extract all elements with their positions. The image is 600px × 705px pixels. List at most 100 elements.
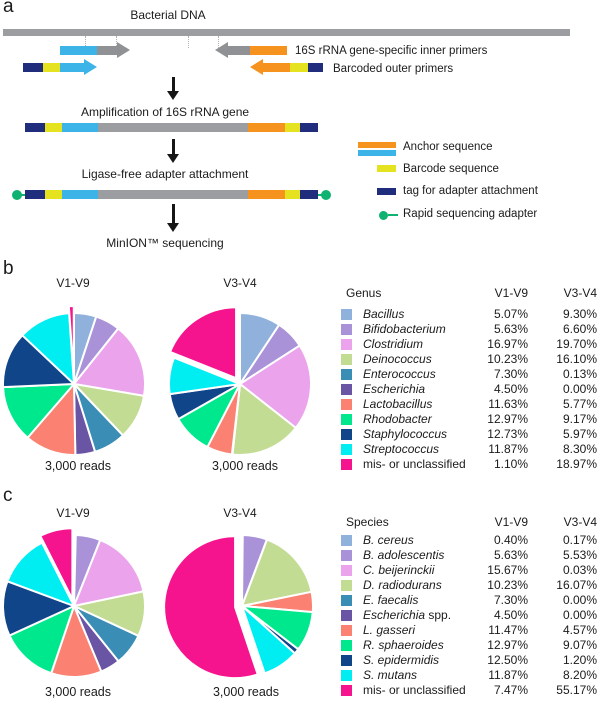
panel-b-label: b	[3, 258, 14, 279]
amplicon-tag-segment	[300, 123, 318, 132]
taxon-name: S. mutans	[363, 668, 418, 682]
adapter-connector	[318, 194, 322, 196]
taxon-name: S. epidermidis	[363, 653, 440, 667]
taxon-name: B. adolescentis	[363, 548, 445, 562]
legend-swatch	[341, 354, 352, 365]
legend-tag-label: tag for adapter attachment	[403, 185, 538, 197]
genus-header-name: Genus	[346, 286, 382, 300]
outer-primers-label: Barcoded outer primers	[333, 63, 454, 75]
value-v3v4: 8.30%	[562, 442, 597, 456]
legend-swatch	[341, 625, 352, 636]
reverse-inner-primer-arrow	[228, 46, 250, 55]
down-arrow-icon	[172, 204, 175, 223]
amplicon-barcode-segment	[45, 123, 62, 132]
value-v3v4: 55.17%	[556, 683, 597, 697]
pie-chart-c-v1v9	[2, 527, 146, 678]
reads-caption-c-v1v9: 3,000 reads	[44, 685, 112, 699]
reverse-outer-tag-segment	[308, 63, 323, 72]
taxon-name: Deinococcus	[363, 352, 432, 366]
value-v1v9: 12.73%	[487, 427, 528, 441]
pie-slice	[67, 305, 75, 378]
legend-rapid-adapter-label: Rapid sequencing adapter	[403, 208, 538, 220]
species-header-name: Species	[346, 515, 389, 529]
bacterial-dna-label: Bacterial DNA	[130, 8, 206, 22]
value-v3v4: 5.97%	[562, 427, 597, 441]
value-v1v9: 7.30%	[493, 367, 528, 381]
value-v1v9: 12.97%	[487, 412, 528, 426]
taxon-name: E. faecalis	[363, 593, 419, 607]
value-v1v9: 11.47%	[488, 623, 528, 637]
adapter-connector	[21, 194, 25, 196]
forward-inner-anchor-segment	[60, 46, 97, 55]
value-v3v4: 18.97%	[556, 457, 597, 471]
value-v3v4: 8.20%	[562, 668, 597, 682]
amplicon-anchor-blue-segment	[62, 123, 98, 132]
legend-swatch	[341, 595, 352, 606]
value-v1v9: 10.23%	[487, 352, 528, 366]
taxon-name: B. cereus	[363, 533, 414, 547]
down-arrowhead-icon	[167, 154, 179, 163]
value-v1v9: 15.67%	[487, 563, 528, 577]
pie-title-b-v3v4: V3-V4	[223, 276, 257, 290]
reverse-outer-arrowhead-icon	[250, 59, 263, 75]
amplicon-tag-segment	[25, 123, 45, 132]
taxon-name: mis- or unclassified	[363, 457, 466, 471]
forward-inner-arrowhead-icon	[117, 42, 130, 58]
value-v1v9: 10.23%	[487, 578, 528, 592]
panel-c-label: c	[3, 485, 13, 506]
pie-chart-b-v3v4	[168, 306, 313, 456]
taxon-name: D. radiodurans	[363, 578, 442, 592]
pie-title-c-v1v9: V1-V9	[56, 506, 90, 520]
legend-rapid-adapter-dot-icon	[379, 211, 388, 220]
legend-swatch	[341, 535, 352, 546]
value-v3v4: 19.70%	[556, 337, 597, 351]
legend-barcode-bar	[377, 165, 396, 172]
taxon-name: Bifidobacterium	[363, 322, 446, 336]
species-header-v1v9: V1-V9	[494, 515, 528, 529]
value-v1v9: 7.30%	[493, 593, 528, 607]
taxon-name: Enterococcus	[363, 367, 436, 381]
reads-caption-b-v1v9: 3,000 reads	[44, 459, 112, 473]
legend-rapid-adapter-line	[388, 214, 398, 216]
down-arrowhead-icon	[167, 91, 179, 100]
legend-swatch	[341, 670, 352, 681]
value-v3v4: 4.57%	[562, 623, 597, 637]
taxon-name: Staphylococcus	[363, 427, 448, 441]
legend-swatch	[341, 580, 352, 591]
forward-inner-primer-arrow	[97, 46, 117, 55]
annealing-dropline	[116, 36, 117, 48]
value-v3v4: 0.00%	[562, 608, 597, 622]
inner-primers-label: 16S rRNA gene-specific inner primers	[295, 45, 488, 57]
legend-swatch	[341, 640, 352, 651]
value-v3v4: 0.00%	[562, 593, 597, 607]
legend-swatch	[341, 309, 352, 320]
down-arrow-icon	[172, 139, 175, 154]
value-v3v4: 9.07%	[562, 638, 597, 652]
pie-slice	[2, 334, 75, 389]
genus-table-header: Genus V1-V9 V3-V4	[330, 287, 600, 302]
amplicon-anchor-orange-segment	[248, 123, 285, 132]
down-arrowhead-icon	[167, 223, 179, 232]
value-v3v4: 5.53%	[562, 548, 597, 562]
value-v1v9: 1.10%	[493, 457, 528, 471]
table-row: mis- or unclassified 1.10% 18.97%	[330, 458, 600, 473]
taxon-name: Lactobacillus	[363, 397, 433, 411]
construct-gene-segment	[98, 190, 248, 199]
taxon-name: C. beijerinckii	[363, 563, 435, 577]
reverse-outer-primer-arrow	[263, 63, 290, 72]
value-v1v9: 7.47%	[493, 683, 528, 697]
construct-barcode-segment	[285, 190, 300, 199]
value-v3v4: 9.17%	[562, 412, 597, 426]
pie-slice	[8, 605, 75, 675]
legend-swatch	[341, 384, 352, 395]
value-v3v4: 0.13%	[562, 367, 597, 381]
legend-swatch	[341, 655, 352, 666]
